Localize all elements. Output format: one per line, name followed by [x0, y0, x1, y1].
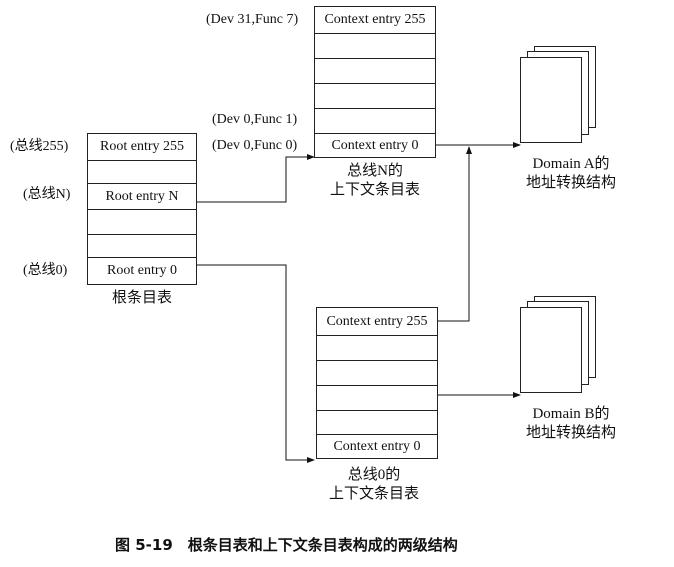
root-table: Root entry 255 Root entry N Root entry 0 [87, 133, 197, 285]
context-0-caption-line1: 总线0的 [347, 467, 401, 483]
domain-b-caption: Domain B的 地址转换结构 [512, 405, 630, 443]
label-bus-255: (总线255) [10, 139, 69, 154]
context-table-bus-0: Context entry 255 Context entry 0 [316, 307, 438, 459]
root-entry-0: Root entry 0 [88, 257, 196, 284]
context-n-row [315, 83, 435, 108]
page-icon [520, 57, 582, 143]
context-0-caption-line2: 上下文条目表 [328, 485, 419, 502]
page-icon [520, 307, 582, 393]
figure-caption: 图 5-19 根条目表和上下文条目表构成的两级结构 [115, 536, 458, 554]
label-dev0-func0: (Dev 0,Func 0) [212, 138, 298, 153]
domain-b-line1: Domain B的 [532, 406, 610, 422]
arrow-rootN-to-context-n [196, 154, 315, 203]
context-n-caption-line2: 上下文条目表 [329, 181, 420, 198]
context-table-bus-n: Context entry 255 Context entry 0 [314, 6, 436, 158]
arrow-root0-to-context-0 [196, 264, 315, 463]
context-0-entry-0: Context entry 0 [317, 434, 437, 458]
context-table-bus-n-caption: 总线N的 上下文条目表 [314, 162, 436, 200]
context-n-entry-255: Context entry 255 [324, 12, 426, 27]
label-bus-n: (总线N) [23, 187, 71, 202]
context-0-row [317, 335, 437, 360]
label-dev0-func1: (Dev 0,Func 1) [212, 112, 298, 127]
root-entry-255: Root entry 255 [100, 139, 184, 154]
domain-a-line2: 地址转换结构 [525, 174, 616, 191]
context-0-row [317, 360, 437, 385]
root-entry-n: Root entry N [88, 183, 196, 209]
context-0-row [317, 385, 437, 410]
root-row [88, 209, 196, 234]
context-0-entry-255: Context entry 255 [326, 313, 428, 329]
domain-a-line1: Domain A的 [532, 156, 610, 172]
context-n-caption-line1: 总线N的 [347, 163, 403, 179]
root-row [88, 160, 196, 183]
context-n-row [315, 33, 435, 58]
domain-a-caption: Domain A的 地址转换结构 [512, 155, 630, 193]
root-table-caption: 根条目表 [111, 290, 172, 306]
context-table-bus-0-caption: 总线0的 上下文条目表 [313, 466, 435, 504]
arrow-context-0-to-domain-a [437, 146, 472, 322]
context-n-entry-0: Context entry 0 [315, 133, 435, 157]
root-row [88, 234, 196, 257]
label-bus-0: (总线0) [23, 263, 68, 278]
context-n-row [315, 58, 435, 83]
context-0-row [317, 410, 437, 434]
label-dev31-func7: (Dev 31,Func 7) [206, 12, 299, 27]
context-n-row [315, 108, 435, 133]
domain-b-line2: 地址转换结构 [525, 424, 616, 441]
